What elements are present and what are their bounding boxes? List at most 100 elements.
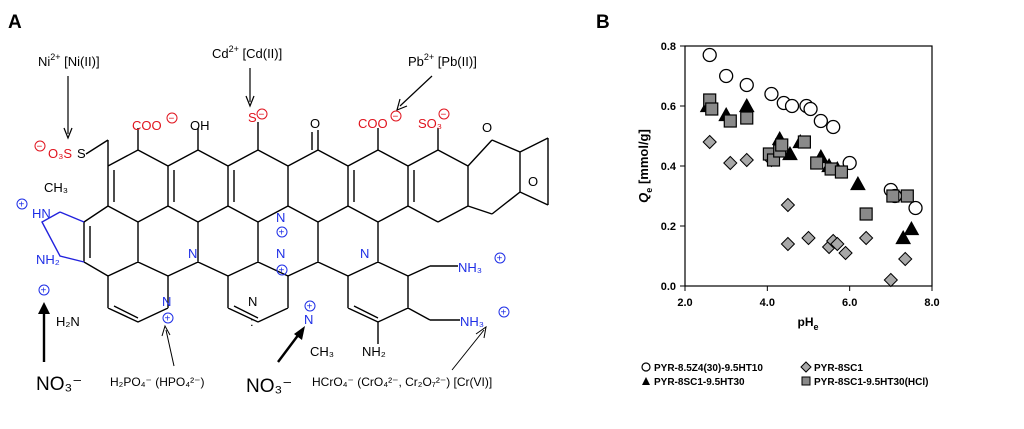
point-series-4 bbox=[775, 138, 789, 152]
pb-ion-label: Pb2+ [Pb(II)] bbox=[408, 52, 477, 69]
n-atom-6: N bbox=[248, 294, 257, 309]
n-atom-7: N bbox=[304, 312, 313, 327]
so3-right-charge: − bbox=[441, 110, 447, 121]
point-series-3 bbox=[895, 229, 912, 245]
point-series-2 bbox=[830, 236, 845, 252]
cd-ion-label: Cd2+ [Cd(II)] bbox=[212, 44, 282, 61]
nitrate-2-label: NO₃⁻ bbox=[246, 376, 292, 397]
n-atom-3: N bbox=[276, 246, 285, 261]
point-series-4 bbox=[740, 111, 754, 125]
legend-label-4: PYR-8SC1-9.5HT30(HCl) bbox=[814, 377, 928, 388]
point-series-4 bbox=[797, 135, 811, 149]
legend-item-4: PYR-8SC1-9.5HT30(HCl) bbox=[801, 376, 928, 388]
ketone-o-3: O bbox=[528, 174, 538, 189]
nh2-ring-charge: + bbox=[41, 286, 47, 297]
point-series-3 bbox=[782, 145, 798, 161]
point-series-4 bbox=[859, 207, 873, 221]
point-series-1 bbox=[784, 98, 800, 114]
molecular-structure: Ni2+ [Ni(II)] Cd2+ [Cd(II)] Pb2+ [Pb(II)… bbox=[16, 44, 549, 397]
h2n-group: H₂N bbox=[56, 314, 80, 329]
oh-group: OH bbox=[190, 118, 210, 133]
y-tick-label: 0.4 bbox=[661, 161, 677, 173]
data-points bbox=[699, 47, 923, 288]
y-tick-label: 0.8 bbox=[661, 41, 676, 53]
point-series-3 bbox=[850, 175, 866, 191]
point-series-4 bbox=[723, 114, 737, 128]
point-series-2 bbox=[883, 272, 899, 288]
coo-left-group: COO bbox=[132, 118, 162, 133]
y-axis-title: Qe [mmol/g] bbox=[636, 129, 654, 203]
legend: PYR-8.5Z4(30)-9.5HT10 PYR-8SC1 PYR-8SC1-… bbox=[641, 361, 928, 388]
nh-ring: HN bbox=[32, 206, 51, 221]
point-series-4 bbox=[886, 189, 900, 203]
nh2-ring: NH₂ bbox=[36, 252, 60, 267]
ch3-top: CH₃ bbox=[44, 180, 68, 195]
nitrate-1-label: NO₃⁻ bbox=[36, 374, 82, 395]
nh-ring-charge: + bbox=[19, 200, 25, 211]
point-series-4 bbox=[900, 189, 914, 203]
x-tick-label: 4.0 bbox=[760, 297, 775, 309]
point-series-2 bbox=[739, 152, 754, 168]
ketone-o-1: O bbox=[310, 116, 320, 131]
s-minus-charge: − bbox=[259, 110, 265, 121]
point-series-2 bbox=[858, 230, 874, 246]
coo-left-charge: − bbox=[169, 114, 175, 125]
legend-item-3: PYR-8SC1-9.5HT30 bbox=[642, 377, 745, 388]
imidazoline-ring bbox=[41, 211, 85, 263]
n-atom-4: N bbox=[360, 246, 369, 261]
y-tick-label: 0.6 bbox=[661, 101, 676, 113]
y-axis-ticks: 0.00.20.40.60.8 bbox=[661, 41, 685, 293]
x-tick-label: 8.0 bbox=[924, 297, 939, 309]
double-bonds bbox=[89, 170, 415, 319]
point-series-1 bbox=[702, 47, 717, 63]
point-series-1 bbox=[826, 119, 841, 135]
point-series-2 bbox=[801, 230, 816, 246]
ch3-bottom: CH₃ bbox=[310, 344, 334, 359]
point-series-1 bbox=[739, 77, 754, 93]
y-tick-label: 0.0 bbox=[661, 281, 676, 293]
so3-left-s: S bbox=[77, 146, 86, 161]
legend-label-1: PYR-8.5Z4(30)-9.5HT10 bbox=[654, 363, 763, 374]
point-series-3 bbox=[903, 220, 920, 236]
legend-label-3: PYR-8SC1-9.5HT30 bbox=[654, 377, 745, 388]
nh3-bottom-charge: + bbox=[501, 308, 507, 319]
n7-charge: + bbox=[307, 302, 313, 313]
phosphate-arrow bbox=[165, 329, 175, 367]
nh3-right-charge: + bbox=[497, 254, 503, 265]
plot-area bbox=[684, 45, 933, 287]
so3-left-charge: − bbox=[37, 142, 43, 153]
legend-item-1: PYR-8.5Z4(30)-9.5HT10 bbox=[641, 362, 763, 374]
carbon-skeleton bbox=[83, 122, 549, 344]
ni-ion-label: Ni2+ [Ni(II)] bbox=[38, 52, 100, 69]
phosphate-label: H₂PO₄⁻ (HPO₄²⁻) bbox=[110, 375, 204, 389]
so3-left-group: O₃S bbox=[48, 146, 72, 161]
x-axis-title: pHe bbox=[797, 315, 818, 332]
n3-charge: + bbox=[279, 266, 285, 277]
point-series-1 bbox=[803, 101, 818, 117]
pb-arrow bbox=[399, 75, 433, 107]
n1-charge: + bbox=[279, 228, 285, 239]
nh2-bottom: NH₂ bbox=[362, 344, 386, 359]
point-series-1 bbox=[908, 200, 923, 216]
point-series-2 bbox=[702, 134, 717, 150]
nh3-bottom: NH₃ bbox=[460, 314, 484, 329]
ketone-o-2: O bbox=[482, 120, 492, 135]
legend-item-2: PYR-8SC1 bbox=[800, 361, 863, 374]
point-series-4 bbox=[705, 102, 719, 116]
point-series-4 bbox=[810, 156, 824, 170]
chromate-arrow bbox=[451, 329, 485, 371]
panel-a-label: A bbox=[8, 12, 22, 33]
s-minus-group: S bbox=[248, 110, 257, 125]
coo-right-group: COO bbox=[358, 116, 388, 131]
point-series-4 bbox=[834, 165, 849, 179]
n-atom-1: N bbox=[276, 210, 285, 225]
lone-pair: : bbox=[250, 314, 254, 329]
point-series-2 bbox=[838, 245, 853, 261]
n-atom-2: N bbox=[188, 246, 197, 261]
point-series-2 bbox=[780, 197, 796, 213]
point-series-1 bbox=[813, 113, 828, 129]
panel-b-label: B bbox=[596, 12, 610, 33]
